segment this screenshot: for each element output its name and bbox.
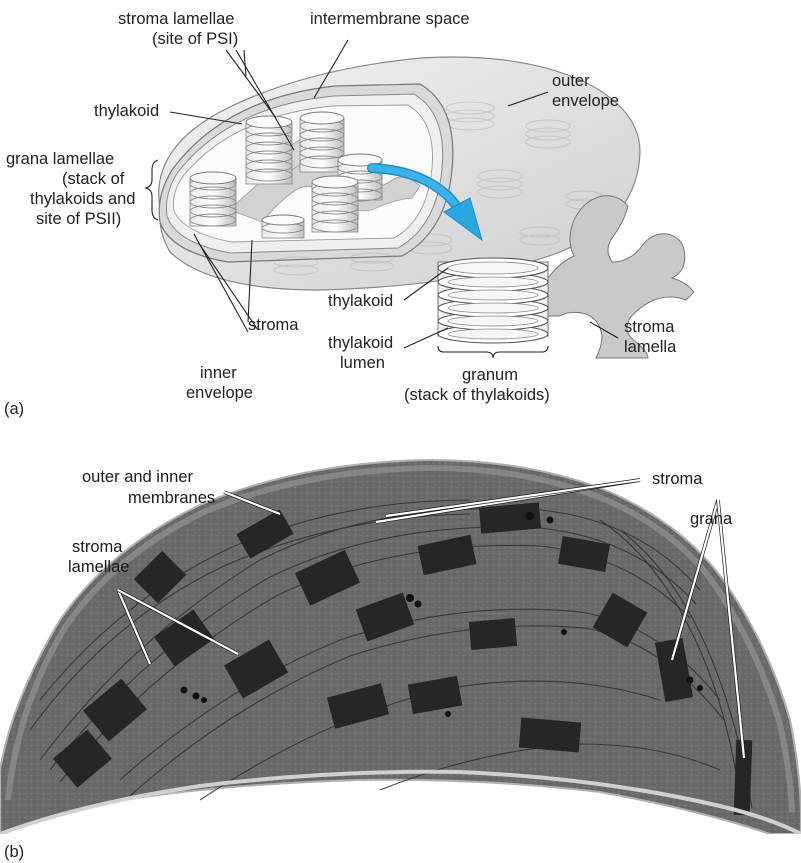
label-grana-lamellae-3: thylakoids and [30, 190, 136, 208]
label-granum-2: (stack of thylakoids) [404, 386, 550, 404]
label-outer-inner-membranes-1: outer and inner [82, 468, 194, 486]
granum-stack-3 [300, 112, 344, 172]
granum-stack-2 [246, 116, 292, 184]
granum-stack-1 [190, 172, 236, 226]
label-grana: grana [690, 510, 733, 528]
panel-a-tag: (a) [4, 400, 24, 418]
label-stroma-lamella-2: lamella [624, 338, 677, 356]
label-grana-lamellae-1: grana lamellae [6, 150, 114, 168]
label-stroma-lamellae-a-sub: (site of PSI) [152, 30, 238, 48]
electron-micrograph [0, 450, 801, 863]
granum-stack-5 [312, 176, 358, 232]
panel-a-diagram: stroma lamellae (site of PSI) intermembr… [4, 10, 694, 418]
label-outer-envelope-1: outer [552, 72, 590, 90]
label-granum-1: granum [462, 366, 518, 384]
granum-stack-6 [262, 215, 304, 238]
label-stroma-lamellae-b-2: lamellae [68, 558, 129, 576]
label-stroma-lamellae-b-1: stroma [72, 538, 123, 556]
label-thylakoid-lumen-2: lumen [340, 354, 385, 372]
label-inner-envelope-2: envelope [186, 384, 253, 402]
label-outer-inner-membranes-2: membranes [128, 489, 215, 507]
label-outer-envelope-2: envelope [552, 92, 619, 110]
label-thylakoid-granum: thylakoid [328, 292, 393, 310]
label-intermembrane-space: intermembrane space [310, 10, 470, 28]
label-thylakoid-lumen-1: thylakoid [328, 334, 393, 352]
label-stroma-a: stroma [248, 316, 299, 334]
label-stroma-b: stroma [652, 470, 703, 488]
label-thylakoid-a: thylakoid [94, 102, 159, 120]
label-grana-lamellae-2: (stack of [62, 170, 125, 188]
panel-b-micrograph: outer and inner membranes stroma grana s… [0, 450, 801, 863]
label-inner-envelope-1: inner [200, 364, 237, 382]
label-stroma-lamellae-a: stroma lamellae [118, 10, 234, 28]
label-stroma-lamella-1: stroma [624, 318, 675, 336]
label-grana-lamellae-4: site of PSII) [36, 210, 121, 228]
panel-b-tag: (b) [4, 843, 24, 861]
